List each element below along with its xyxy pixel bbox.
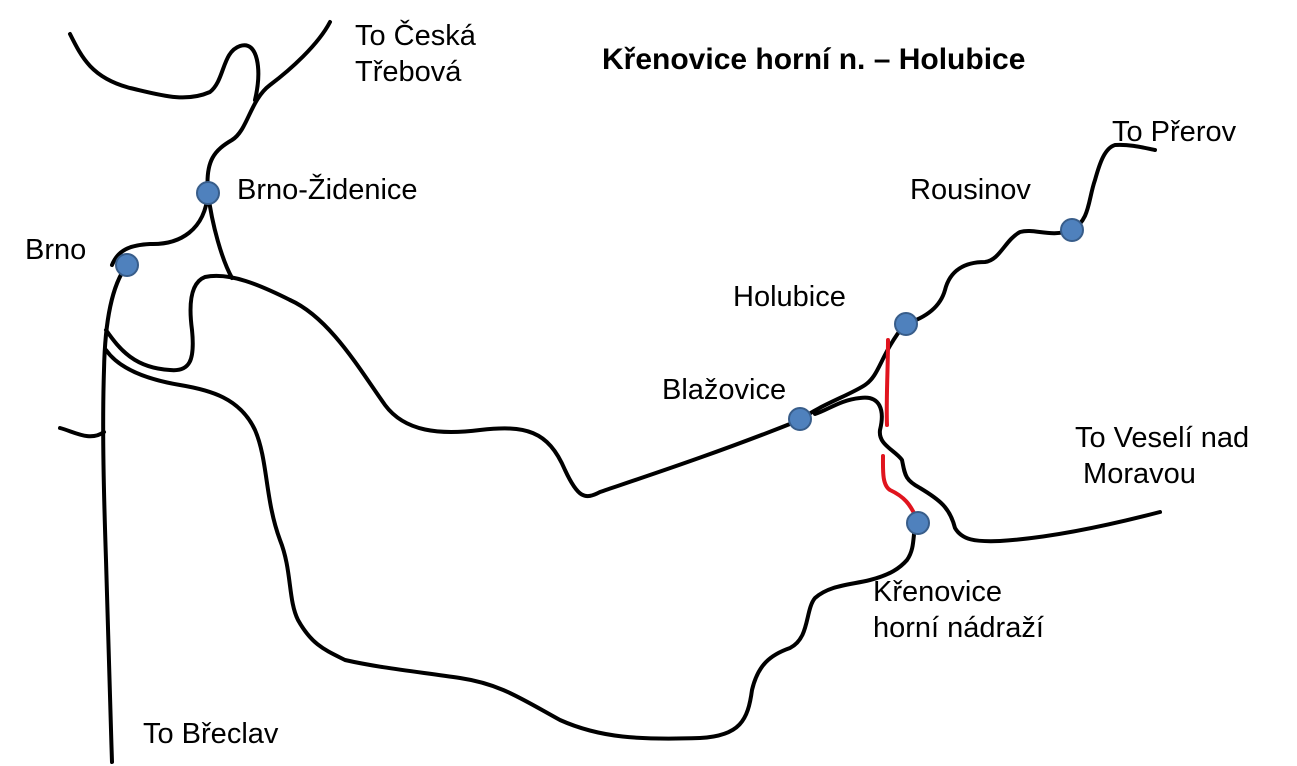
label-to-ceska-trebova: To Česká Třebová <box>355 20 476 88</box>
rail-line-prerov <box>903 142 1157 326</box>
rail-line-loop <box>104 274 292 373</box>
rail-line-zidenice-south <box>206 191 234 280</box>
station-rousinov <box>1060 218 1084 242</box>
rail-line-west-spur <box>58 426 106 439</box>
station-krenovice <box>906 511 930 535</box>
label-rousinov: Rousinov <box>910 174 1031 206</box>
rail-line-krenovice-south <box>104 348 917 741</box>
label-to-breclav: To Břeclav <box>143 718 279 750</box>
label-holubice: Holubice <box>733 281 846 313</box>
station-brno <box>115 253 139 277</box>
new-link-north <box>884 338 890 427</box>
rail-line-breclav <box>101 263 129 764</box>
label-krenovice: Křenovice horní nádraží <box>873 576 1044 644</box>
label-to-prerov: To Přerov <box>1112 116 1237 148</box>
station-blazovice <box>788 407 812 431</box>
new-link-south <box>880 454 917 517</box>
label-to-veseli: To Veselí nad Moravou <box>1075 422 1250 490</box>
map-title: Křenovice horní n. – Holubice <box>602 43 1026 76</box>
rail-line-blazovice <box>288 298 802 498</box>
rail-line-veseli <box>813 395 1162 544</box>
label-brno: Brno <box>25 234 87 266</box>
station-brno-zidenice <box>196 181 220 205</box>
rail-line-ceska-trebova <box>110 20 332 267</box>
label-brno-zidenice: Brno-Židenice <box>237 174 418 206</box>
station-holubice <box>894 312 918 336</box>
label-blazovice: Blažovice <box>662 374 787 406</box>
rail-line-north-west <box>68 32 261 102</box>
